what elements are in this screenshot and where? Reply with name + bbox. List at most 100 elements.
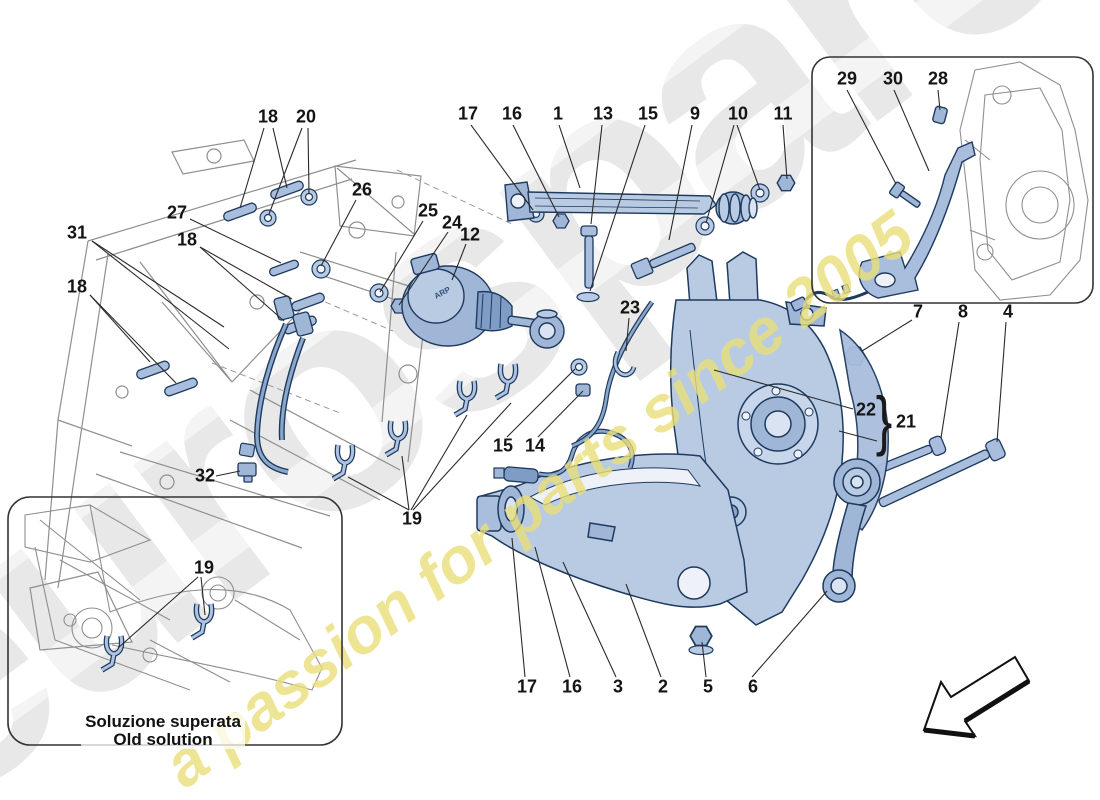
callout-29[interactable]: 29	[836, 68, 858, 89]
callout-13[interactable]: 13	[592, 103, 614, 124]
assembly-axis-lines	[211, 169, 515, 414]
callout-15[interactable]: 15	[492, 435, 514, 456]
leader-line	[470, 124, 534, 211]
leader-line	[506, 368, 576, 438]
leader-line	[537, 390, 584, 438]
bolt-8	[876, 435, 947, 474]
callout-22[interactable]: 22	[855, 399, 877, 420]
old-solution-caption-line2: Old solution	[113, 730, 213, 749]
leader-line	[410, 414, 468, 511]
leader-line	[751, 590, 828, 678]
callout-28[interactable]: 28	[927, 68, 949, 89]
leader-line	[940, 321, 960, 439]
leader-line	[512, 124, 560, 218]
leader-line	[534, 546, 571, 678]
toe-link	[822, 458, 881, 603]
callout-2[interactable]: 2	[657, 676, 669, 697]
leader-line	[589, 124, 646, 292]
callout-17[interactable]: 17	[457, 103, 479, 124]
old-solution-caption-line1: Soluzione superata	[85, 712, 241, 731]
leader-line	[846, 89, 897, 185]
leader-line	[347, 476, 410, 511]
leader-line	[89, 294, 177, 384]
callout-6[interactable]: 6	[747, 676, 759, 697]
leader-line	[893, 89, 930, 172]
leader-line	[511, 537, 526, 678]
callout-15[interactable]: 15	[637, 103, 659, 124]
callout-24[interactable]: 24	[441, 212, 463, 233]
callout-5[interactable]: 5	[702, 676, 714, 697]
callout-8[interactable]: 8	[957, 301, 969, 322]
lower-control-arm	[476, 453, 748, 608]
leader-line	[937, 89, 941, 111]
leader-line	[782, 124, 788, 180]
callout-26[interactable]: 26	[351, 179, 373, 200]
callout-30[interactable]: 30	[882, 68, 904, 89]
leader-line	[398, 231, 449, 306]
leader-line	[590, 124, 603, 225]
callout-14[interactable]: 14	[524, 435, 546, 456]
leader-line	[215, 470, 241, 477]
callout-1[interactable]: 1	[552, 103, 564, 124]
callout-23[interactable]: 23	[619, 297, 641, 318]
callout-27[interactable]: 27	[166, 202, 188, 223]
callout-32[interactable]: 32	[194, 465, 216, 486]
leader-line	[189, 218, 282, 264]
leader-line	[412, 402, 512, 511]
direction-arrow	[922, 655, 1031, 739]
leader-line	[558, 124, 581, 189]
leader-line	[736, 124, 761, 191]
callout-31[interactable]: 31	[66, 222, 88, 243]
leader-line	[379, 220, 424, 293]
inset-subframe-wireframe	[24, 504, 323, 691]
leader-lines-layer	[89, 89, 1007, 678]
leader-line	[91, 240, 225, 328]
leader-line	[625, 317, 630, 352]
bolt-4	[878, 438, 1006, 508]
bolt-9	[630, 242, 696, 280]
callout-10[interactable]: 10	[727, 103, 749, 124]
callout-9[interactable]: 9	[689, 103, 701, 124]
callout-20[interactable]: 20	[295, 106, 317, 127]
leader-line	[838, 430, 878, 442]
callout-16[interactable]: 16	[501, 103, 523, 124]
leader-line	[307, 127, 310, 195]
callout-4[interactable]: 4	[1002, 301, 1014, 322]
leader-line	[401, 455, 410, 511]
inset-sensor-bracket	[790, 105, 976, 312]
sensor-harness	[238, 295, 314, 475]
callout-17[interactable]: 17	[516, 676, 538, 697]
callout-18[interactable]: 18	[66, 276, 88, 297]
bolt-13	[580, 225, 598, 289]
callout-19[interactable]: 19	[193, 557, 215, 578]
callout-18[interactable]: 18	[257, 106, 279, 127]
inset-detail-border	[811, 56, 1094, 304]
leader-line	[268, 127, 303, 215]
callout-12[interactable]: 12	[459, 224, 481, 245]
upper-control-arm	[504, 181, 758, 225]
leader-line	[320, 199, 357, 267]
callout-16[interactable]: 16	[561, 676, 583, 697]
callout-21[interactable]: 21	[895, 411, 917, 432]
gearbox-actuator: ARP	[401, 252, 565, 349]
leader-line	[625, 583, 662, 678]
inset-old-solution-content	[24, 504, 323, 691]
callout-18[interactable]: 18	[176, 229, 198, 250]
callout-19[interactable]: 19	[401, 508, 423, 529]
callout-21-brace: }	[875, 383, 893, 457]
leader-line	[705, 124, 735, 224]
callout-25[interactable]: 25	[417, 200, 439, 221]
leader-line	[451, 243, 467, 281]
callout-3[interactable]: 3	[612, 676, 624, 697]
leader-line	[996, 321, 1007, 443]
leader-line	[272, 127, 288, 189]
leader-line	[562, 561, 617, 678]
leader-line	[199, 246, 285, 322]
old-solution-caption: Soluzione superata Old solution	[81, 713, 245, 749]
leader-line	[91, 240, 230, 350]
callout-7[interactable]: 7	[912, 301, 924, 322]
leader-line	[861, 319, 913, 352]
callout-11[interactable]: 11	[773, 103, 793, 124]
